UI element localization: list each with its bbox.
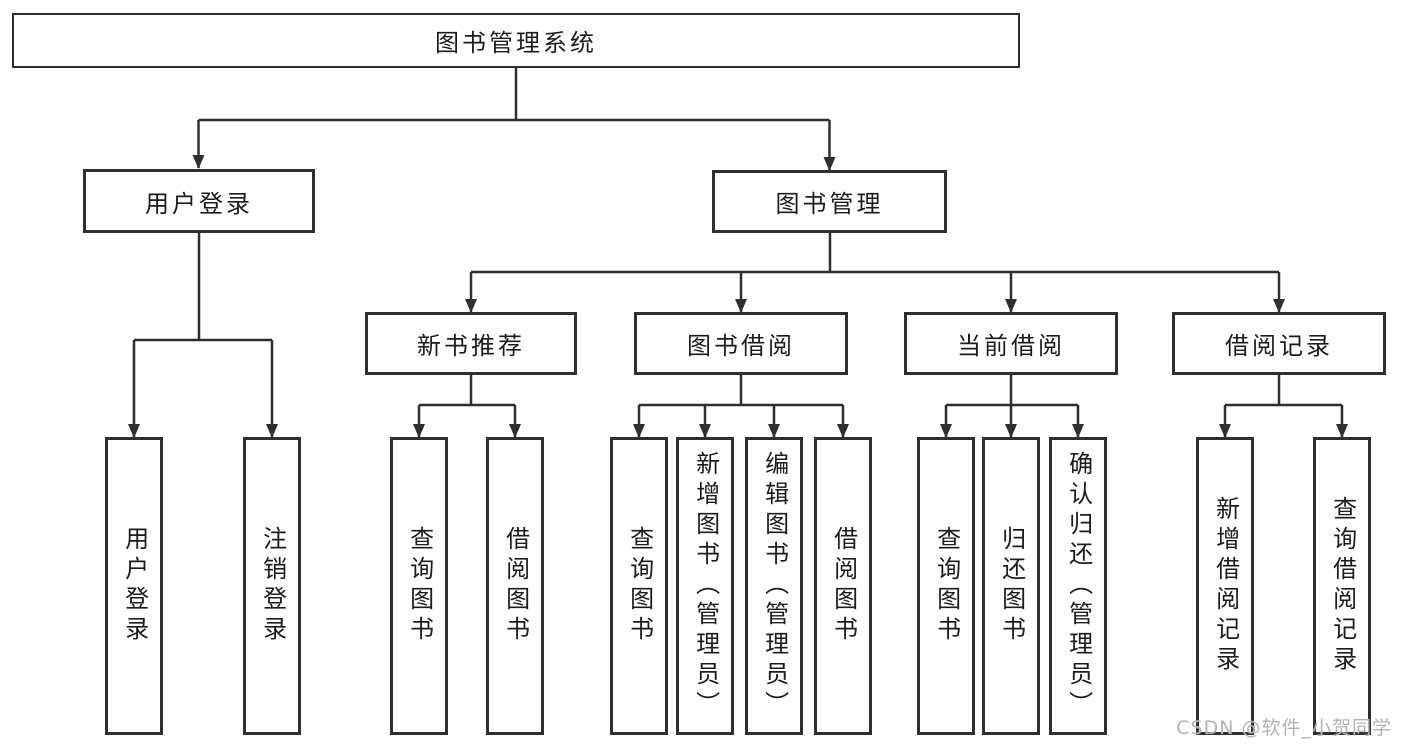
leaf-confirm-return-admin-label: 确认归还（管理员） [1064,451,1093,721]
leaf-return-books-label: 归还图书 [997,526,1026,646]
leaf-query-books-borrowing: 查询图书 [610,437,668,735]
csdn-watermark: CSDN @软件_小贺同学 [1176,717,1392,739]
node-user-login: 用户登录 [83,169,315,233]
leaf-query-books-recommend-label: 查询图书 [405,526,434,646]
leaf-edit-books-admin: 编辑图书（管理员） [745,437,803,735]
leaf-add-books-admin: 新增图书（管理员） [676,437,734,735]
leaf-borrow-books-recommend: 借阅图书 [486,437,544,735]
node-new-book-recommendation: 新书推荐 [365,312,577,375]
leaf-query-borrow-record: 查询借阅记录 [1313,437,1371,735]
leaf-query-books-current: 查询图书 [917,437,975,735]
node-borrowing-records: 借阅记录 [1172,312,1386,375]
leaf-logout-label: 注销登录 [258,526,287,646]
leaf-return-books: 归还图书 [982,437,1040,735]
leaf-logout: 注销登录 [243,437,301,735]
leaf-user-login-label: 用户登录 [120,526,149,646]
leaf-confirm-return-admin: 确认归还（管理员） [1049,437,1107,735]
leaf-borrow-books-borrowing: 借阅图书 [814,437,872,735]
leaf-query-borrow-record-label: 查询借阅记录 [1328,496,1357,676]
leaf-add-books-admin-label: 新增图书（管理员） [691,451,720,721]
node-current-borrowing: 当前借阅 [904,312,1118,375]
leaf-query-books-borrowing-label: 查询图书 [625,526,654,646]
leaf-user-login: 用户登录 [105,437,163,735]
leaf-add-borrow-record-label: 新增借阅记录 [1211,496,1240,676]
node-book-borrowing: 图书借阅 [634,312,848,375]
leaf-query-books-recommend: 查询图书 [390,437,448,735]
node-book-management: 图书管理 [712,170,947,233]
leaf-edit-books-admin-label: 编辑图书（管理员） [760,451,789,721]
leaf-add-borrow-record: 新增借阅记录 [1196,437,1254,735]
leaf-borrow-books-recommend-label: 借阅图书 [501,526,530,646]
leaf-borrow-books-borrowing-label: 借阅图书 [829,526,858,646]
node-library-management-system: 图书管理系统 [12,13,1020,68]
leaf-query-books-current-label: 查询图书 [932,526,961,646]
